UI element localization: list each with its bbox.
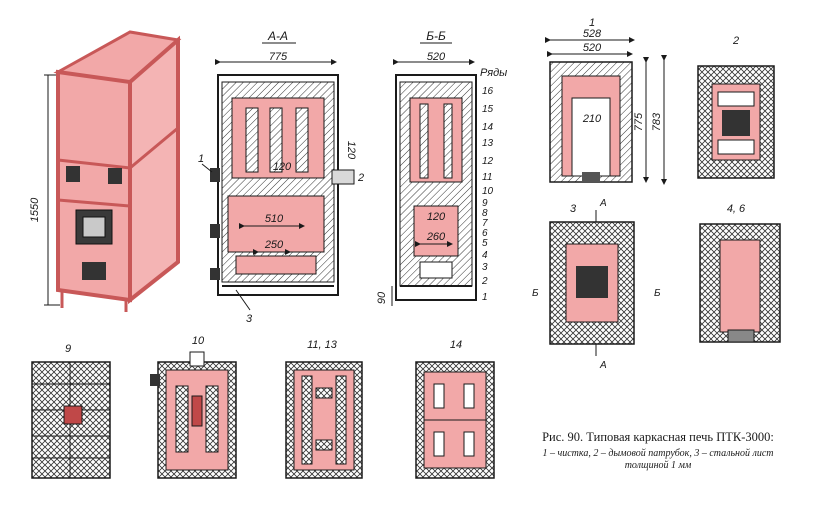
plan-14: 14 <box>415 339 495 479</box>
row-numbers: 16 15 14 13 12 11 10 9 8 7 6 5 4 3 2 1 <box>481 86 494 303</box>
plan-4-6-label: 4, 6 <box>727 203 746 215</box>
row-number: 10 <box>482 186 494 197</box>
row-number: 16 <box>482 86 494 97</box>
dim-520: 520 <box>583 42 602 54</box>
row-number: 7 <box>482 218 488 229</box>
callout-3: 3 <box>246 313 253 325</box>
plan-14-label: 14 <box>450 339 462 351</box>
section-bb: Б-Б 520 120 260 90 Ряды 16 15 14 13 12 1… <box>376 29 507 306</box>
figure-caption: Рис. 90. Типовая каркасная печь ПТК-3000… <box>538 430 778 472</box>
dim-bb-90: 90 <box>376 291 388 304</box>
ash-pit-door <box>82 262 106 280</box>
cut-b-left: Б <box>532 288 539 299</box>
section-aa-ashpit <box>235 255 317 275</box>
callout-2: 2 <box>357 172 364 184</box>
dim-aa-510: 510 <box>265 213 284 225</box>
caption-legend: 1 – чистка, 2 – дымовой патрубок, 3 – ст… <box>542 448 774 471</box>
row-number: 13 <box>482 138 494 149</box>
plan-3-label: 3 <box>570 203 577 215</box>
plan-10: 10 <box>150 335 237 479</box>
plan-11-13-label: 11, 13 <box>307 339 338 351</box>
cleanout-door-left <box>66 166 80 182</box>
flue-pipe-2 <box>331 169 355 185</box>
row-number: 15 <box>482 104 494 115</box>
cut-b-right: Б <box>654 288 661 299</box>
section-bb-channels <box>409 97 463 183</box>
row-number: 6 <box>482 228 488 239</box>
plan-11-13: 11, 13 <box>285 339 363 479</box>
cleanout-1 <box>210 168 220 182</box>
height-dim-label: 1550 <box>29 197 41 222</box>
dim-aa-120-top: 120 <box>345 141 357 160</box>
dim-bb-260: 260 <box>426 231 446 243</box>
row-number: 8 <box>482 208 488 219</box>
section-aa-title: А-А <box>267 29 288 43</box>
rows-title: Ряды <box>480 67 507 79</box>
plan-2-label: 2 <box>732 35 739 47</box>
section-bb-firebox <box>413 205 459 257</box>
cut-a-bottom: А <box>599 360 607 371</box>
row-number: 1 <box>482 292 488 303</box>
stove-3d-view: 1550 <box>29 30 182 312</box>
plan-1: 1 528 520 210 775 783 <box>545 17 667 185</box>
row-number: 9 <box>482 198 488 209</box>
dim-aa-250: 250 <box>264 239 284 251</box>
stove-side-face <box>128 35 180 305</box>
plan-9: 9 <box>31 343 111 479</box>
row-number: 14 <box>482 122 494 133</box>
row-number: 3 <box>482 262 488 273</box>
row-number: 4 <box>482 250 488 261</box>
plan-2: 2 <box>697 35 775 179</box>
dim-528: 528 <box>583 28 602 40</box>
dim-bb-120: 120 <box>427 211 446 223</box>
dim-210: 210 <box>582 113 602 125</box>
plan-9-label: 9 <box>65 343 71 355</box>
dim-bb-width: 520 <box>427 51 446 63</box>
dim-aa-120-mid: 120 <box>273 161 292 173</box>
row-number: 2 <box>481 276 488 287</box>
plan-1-label: 1 <box>589 17 595 29</box>
dim-775-plan: 775 <box>633 112 645 131</box>
plan-10-label: 10 <box>192 335 205 347</box>
dim-783: 783 <box>651 112 663 131</box>
cut-a-top: А <box>599 198 607 209</box>
section-bb-title: Б-Б <box>426 29 446 43</box>
row-number: 5 <box>482 238 488 249</box>
row-number: 12 <box>482 156 494 167</box>
plan-3: 3 А А Б Б <box>532 198 661 371</box>
section-aa: А-А 775 120 120 510 250 1 2 3 <box>198 29 364 325</box>
callout-1: 1 <box>198 153 204 165</box>
dim-aa-width: 775 <box>269 51 288 63</box>
row-number: 11 <box>482 172 492 183</box>
caption-title: Рис. 90. Типовая каркасная печь ПТК-3000… <box>542 430 774 444</box>
cleanout-door-right <box>108 168 122 184</box>
plan-4-6: 4, 6 <box>699 203 781 343</box>
